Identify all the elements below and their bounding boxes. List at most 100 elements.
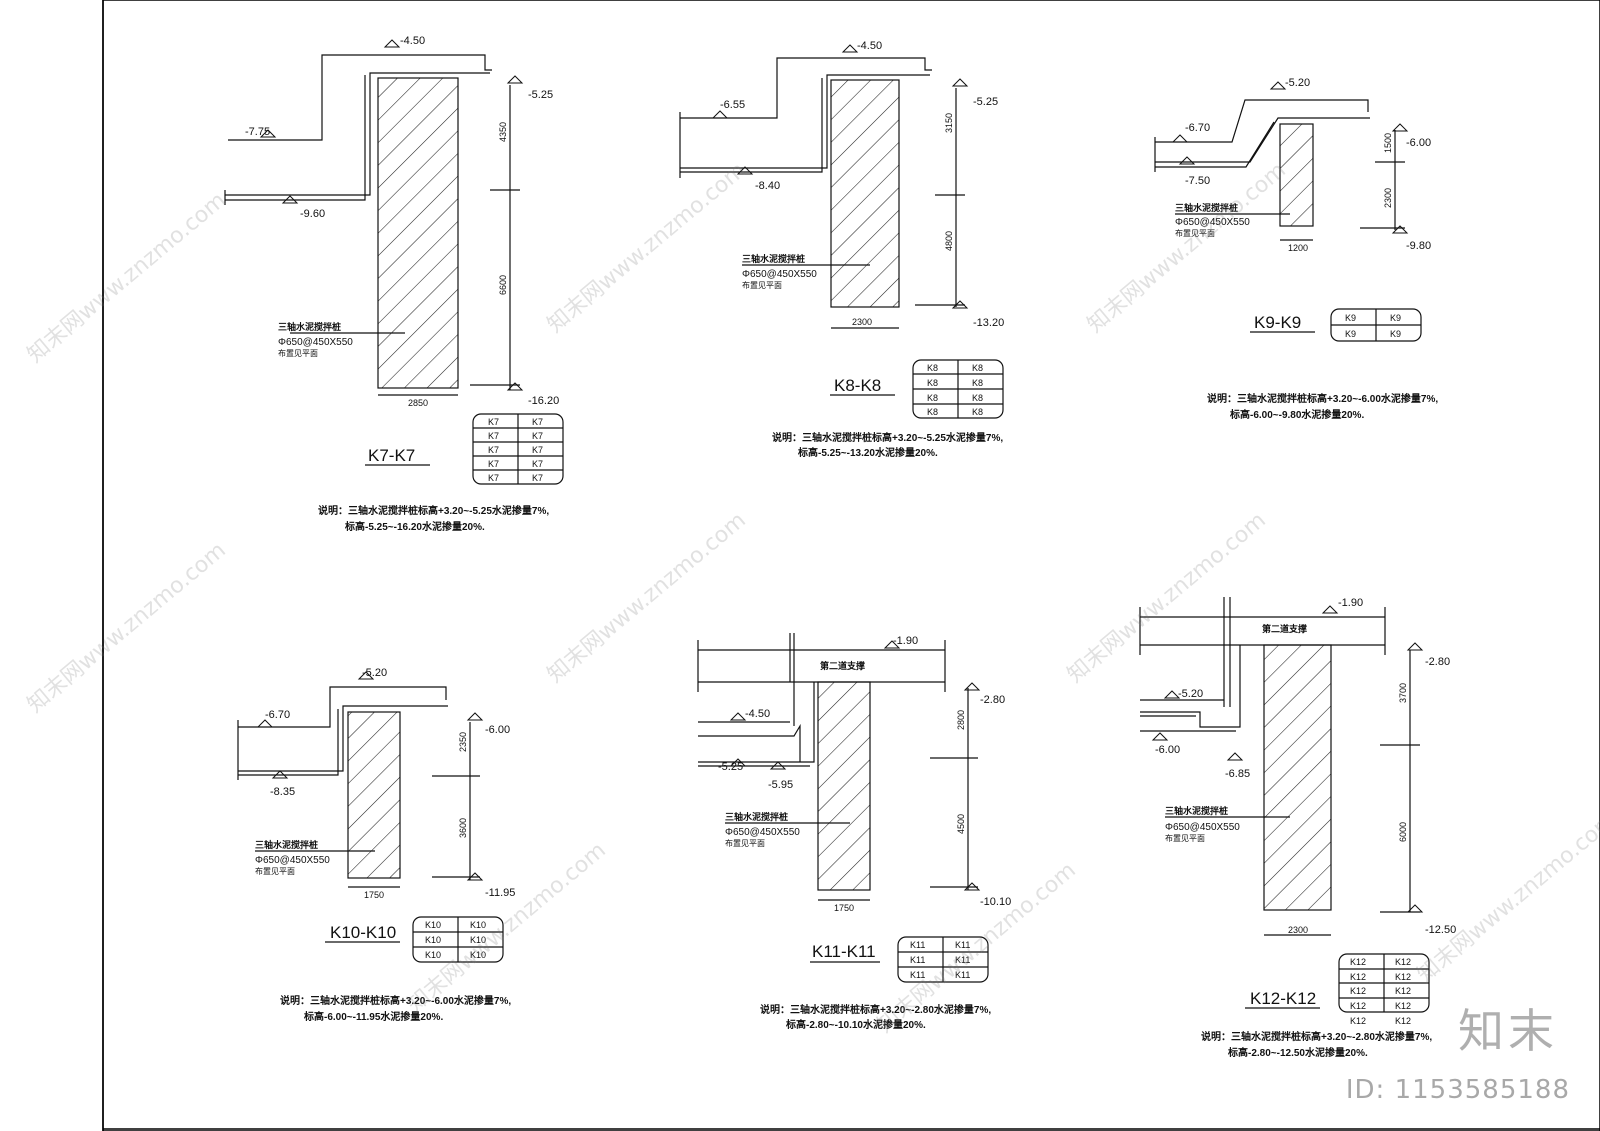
svg-text:K12: K12 <box>1350 972 1366 982</box>
level-label: -4.50 <box>400 35 425 47</box>
svg-text:K9: K9 <box>1345 313 1356 323</box>
svg-text:布置见平面: 布置见平面 <box>725 838 765 848</box>
svg-text:-6.55: -6.55 <box>720 99 745 111</box>
svg-text:Φ650@450X550: Φ650@450X550 <box>742 269 817 280</box>
brace-label: 第二道支撑 <box>1262 623 1307 634</box>
svg-text:布置见平面: 布置见平面 <box>1165 833 1205 843</box>
svg-text:说明：三轴水泥搅拌桩标高+3.20~-5.25水泥掺量7%,: 说明：三轴水泥搅拌桩标高+3.20~-5.25水泥掺量7%, <box>772 431 1003 444</box>
svg-text:3600: 3600 <box>458 818 468 838</box>
svg-text:K8: K8 <box>972 407 983 417</box>
svg-text:K12: K12 <box>1395 972 1411 982</box>
svg-text:2800: 2800 <box>956 710 966 730</box>
svg-text:-7.50: -7.50 <box>1185 175 1210 187</box>
svg-text:K11: K11 <box>955 940 970 950</box>
labels-k7: -4.50 -7.75 -9.60 -5.25 -16.20 4350 6600… <box>245 35 559 533</box>
pile-k10 <box>347 711 401 879</box>
svg-text:K7: K7 <box>532 445 543 455</box>
svg-text:-6.00: -6.00 <box>1406 137 1431 149</box>
svg-text:K7: K7 <box>532 417 543 427</box>
svg-text:K10: K10 <box>425 920 441 930</box>
svg-text:3150: 3150 <box>944 113 954 133</box>
svg-text:-1.90: -1.90 <box>893 635 918 647</box>
level-label: -5.25 <box>528 89 553 101</box>
svg-text:K9: K9 <box>1390 329 1401 339</box>
dim-label: 4350 <box>498 122 508 142</box>
svg-text:2300: 2300 <box>852 317 872 327</box>
svg-text:Φ650@450X550: Φ650@450X550 <box>255 855 330 866</box>
svg-text:K9: K9 <box>1390 313 1401 323</box>
svg-text:Φ650@450X550: Φ650@450X550 <box>1175 217 1250 228</box>
svg-text:-2.80: -2.80 <box>980 694 1005 706</box>
labels-k10: -5.20 -6.70 -8.35 -6.00 -11.95 2350 3600… <box>255 667 515 1023</box>
section-k12 <box>1139 597 1430 1013</box>
level-label: -7.75 <box>245 126 270 138</box>
svg-text:K8: K8 <box>927 393 938 403</box>
svg-text:1750: 1750 <box>364 890 384 900</box>
svg-text:三轴水泥搅拌桩: 三轴水泥搅拌桩 <box>1165 805 1228 816</box>
svg-text:2350: 2350 <box>458 732 468 752</box>
svg-text:-5.20: -5.20 <box>1285 77 1310 89</box>
svg-text:-10.10: -10.10 <box>980 896 1011 908</box>
svg-text:-1.90: -1.90 <box>1338 597 1363 609</box>
labels-k12: 第二道支撑 -1.90 -5.20 -6.00 -6.85 -2.80 -12.… <box>1155 597 1456 1059</box>
svg-text:3700: 3700 <box>1398 683 1408 703</box>
svg-text:K9: K9 <box>1345 329 1356 339</box>
svg-text:K8: K8 <box>972 378 983 388</box>
svg-text:K11: K11 <box>955 955 970 965</box>
svg-text:K7: K7 <box>532 473 543 483</box>
svg-text:说明：三轴水泥搅拌桩标高+3.20~-2.80水泥掺量7%,: 说明：三轴水泥搅拌桩标高+3.20~-2.80水泥掺量7%, <box>1201 1030 1432 1043</box>
svg-text:K7: K7 <box>488 459 499 469</box>
svg-text:标高-2.80~-10.10水泥掺量20%.: 标高-2.80~-10.10水泥掺量20%. <box>785 1018 926 1031</box>
svg-text:K12: K12 <box>1395 957 1411 967</box>
svg-text:说明：三轴水泥搅拌桩标高+3.20~-6.00水泥掺量7%,: 说明：三轴水泥搅拌桩标高+3.20~-6.00水泥掺量7%, <box>280 994 511 1007</box>
svg-text:K11-K11: K11-K11 <box>812 942 876 961</box>
svg-text:三轴水泥搅拌桩: 三轴水泥搅拌桩 <box>725 811 788 822</box>
svg-text:-6.70: -6.70 <box>1185 122 1210 134</box>
svg-text:说明：三轴水泥搅拌桩标高+3.20~-2.80水泥掺量7%,: 说明：三轴水泥搅拌桩标高+3.20~-2.80水泥掺量7%, <box>760 1003 991 1016</box>
svg-text:4500: 4500 <box>956 814 966 834</box>
svg-text:Φ650@450X550: Φ650@450X550 <box>725 827 800 838</box>
svg-text:布置见平面: 布置见平面 <box>742 280 782 290</box>
svg-text:K7: K7 <box>488 431 499 441</box>
pile-k9 <box>1279 123 1314 227</box>
brace-label: 第二道支撑 <box>820 660 865 671</box>
image-id: ID: 1153585188 <box>1345 1075 1570 1105</box>
svg-text:K12: K12 <box>1350 986 1366 996</box>
brand-watermark: 知末 <box>1458 1004 1558 1058</box>
svg-text:-2.80: -2.80 <box>1425 656 1450 668</box>
svg-text:-5.25: -5.25 <box>973 96 998 108</box>
svg-text:K12: K12 <box>1395 986 1411 996</box>
pile-spec: Φ650@450X550 <box>278 337 353 348</box>
svg-text:K7: K7 <box>532 431 543 441</box>
svg-text:K8: K8 <box>927 407 938 417</box>
svg-text:-6.00: -6.00 <box>1155 744 1180 756</box>
svg-text:K11: K11 <box>910 940 925 950</box>
svg-text:布置见平面: 布置见平面 <box>1175 228 1215 238</box>
svg-text:-5.95: -5.95 <box>768 779 793 791</box>
svg-text:-13.20: -13.20 <box>973 317 1004 329</box>
labels-k9: -5.20 -6.70 -7.50 -6.00 -9.80 1500 2300 … <box>1175 77 1438 421</box>
svg-text:K11: K11 <box>910 970 925 980</box>
svg-text:-11.95: -11.95 <box>485 887 515 899</box>
svg-text:K7: K7 <box>488 473 499 483</box>
section-k10 <box>237 671 504 963</box>
svg-text:-8.40: -8.40 <box>755 180 780 192</box>
svg-text:K10: K10 <box>470 935 486 945</box>
svg-text:标高-5.25~-13.20水泥掺量20%.: 标高-5.25~-13.20水泥掺量20%. <box>797 446 938 459</box>
svg-text:K8: K8 <box>972 363 983 373</box>
svg-text:K11: K11 <box>910 955 925 965</box>
svg-text:K12: K12 <box>1350 1001 1366 1011</box>
svg-text:K12: K12 <box>1395 1016 1411 1026</box>
pile-k12 <box>1263 644 1332 911</box>
svg-text:K8: K8 <box>927 363 938 373</box>
svg-text:-6.00: -6.00 <box>485 724 510 736</box>
svg-text:K10: K10 <box>470 920 486 930</box>
section-k7 <box>224 39 564 485</box>
svg-text:-5.20: -5.20 <box>1178 688 1203 700</box>
svg-text:K10-K10: K10-K10 <box>330 923 396 942</box>
svg-text:6000: 6000 <box>1398 822 1408 842</box>
svg-text:1750: 1750 <box>834 903 854 913</box>
svg-text:K7: K7 <box>488 417 499 427</box>
svg-text:1200: 1200 <box>1288 243 1308 253</box>
